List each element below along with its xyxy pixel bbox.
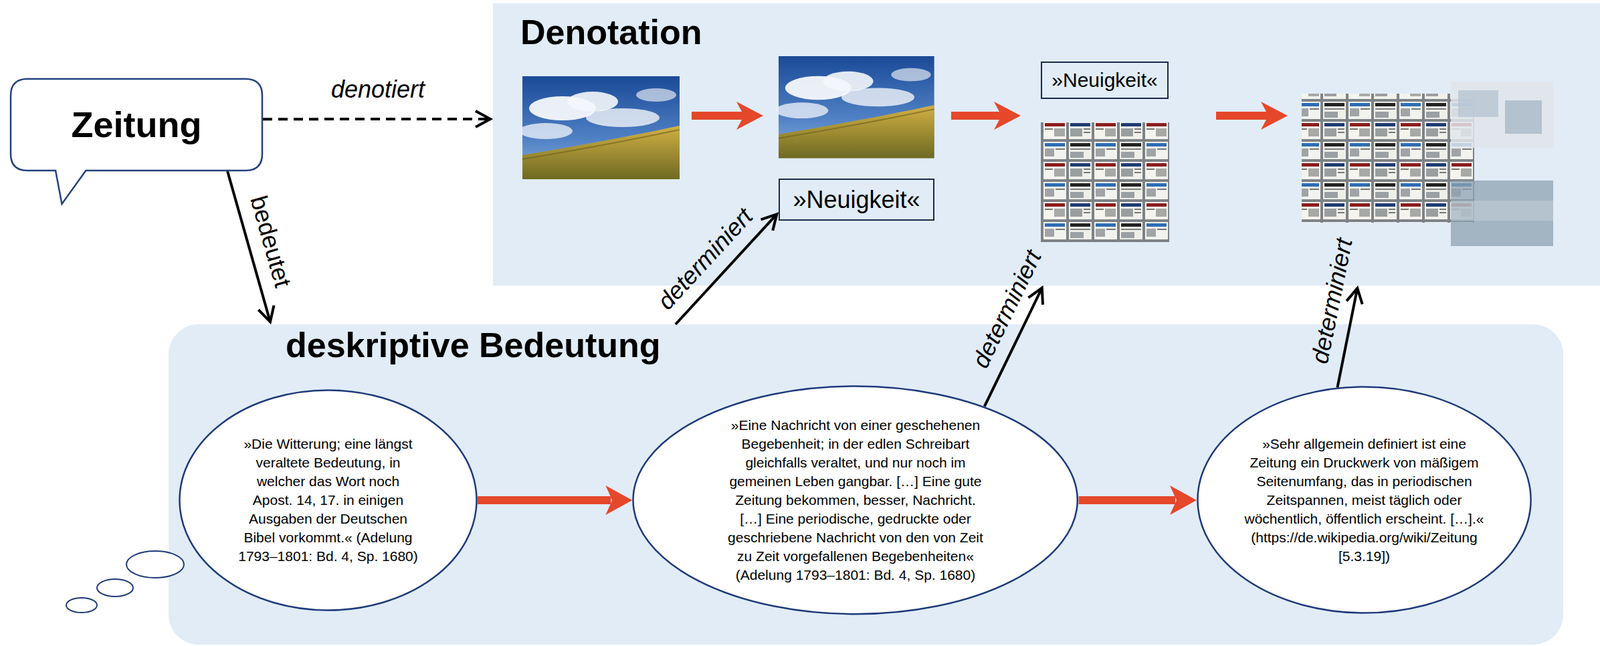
step-arrow-line [477,496,611,505]
thought-bubble [96,579,134,597]
newspaper-photo [1040,122,1170,243]
panel-fills [168,3,1600,645]
denotation-panel: Denotation »Neuigkeit« »Neuigkeit« [492,3,1600,286]
meaning-panel: deskriptive Bedeutung »Die Witterung; ein… [168,324,1564,645]
speech-bubble: Zeitung [10,78,263,172]
definition-ellipse: »Sehr allgemein definiert ist eine Zeitu… [1196,385,1532,615]
faded-photo [1450,180,1554,247]
term-box: »Neuigkeit« [778,178,935,221]
connector [262,111,491,128]
node-text: »Neuigkeit« [792,185,920,214]
step-arrow-line [1078,496,1176,505]
faded-photo [1505,100,1542,134]
definition-ellipse: »Die Witterung; eine längst veraltete Be… [178,389,478,612]
term-box: »Neuigkeit« [1040,61,1169,99]
edge-label: determiniert [652,202,759,316]
arrowhead [1169,485,1197,516]
arrowhead [258,305,274,322]
edge-label: determiniert [1305,235,1358,366]
sky-photo [775,56,935,158]
connector [1078,485,1197,516]
panel-title: deskriptive Bedeutung [285,325,661,366]
arrowhead [475,111,491,128]
faded-photo [1450,200,1554,221]
step-arrow [691,101,764,130]
faded-photo [1450,81,1554,148]
faded-photo [1458,90,1499,118]
node-text: »Die Witterung; eine längst veraltete Be… [235,434,421,566]
node-text: Zeitung [71,103,203,146]
edge-label-holder: determiniert [1305,235,1358,366]
panel-fill [492,3,1600,286]
panel-fill [168,324,1564,645]
panel-title: Denotation [520,12,703,53]
node-text: »Neuigkeit« [1051,68,1158,93]
edge-label-holder: determiniert [966,245,1047,372]
edge-label: denotiert [331,75,425,104]
connector [477,485,633,516]
ellipse-shape [1197,387,1531,614]
sky-photo [519,76,680,180]
arrowhead [1346,288,1363,305]
edge-label-holder: determiniert [652,202,759,316]
arrowhead [605,485,633,516]
definition-ellipse: »Eine Nachricht von einer geschehenen Be… [632,385,1079,616]
edge-label: bedeutet [244,192,297,291]
bubble-shape [10,78,263,205]
step-arrow [1216,101,1288,130]
node-text: »Eine Nachricht von einer geschehenen Be… [727,416,984,584]
step-arrow [951,101,1021,130]
edge-label-holder: bedeutet [244,192,297,291]
edge-label-holder: denotiert [331,75,425,104]
connector-line [262,117,490,121]
newspaper-photo [1301,93,1475,223]
arrowhead [761,214,778,231]
thought-bubble [66,597,97,613]
ellipse-shape [179,390,477,611]
thought-bubble [126,551,184,578]
node-text: »Sehr allgemein definiert ist eine Zeitu… [1242,434,1486,566]
ellipse-shape [633,386,1078,615]
edge-label: determiniert [966,245,1047,372]
